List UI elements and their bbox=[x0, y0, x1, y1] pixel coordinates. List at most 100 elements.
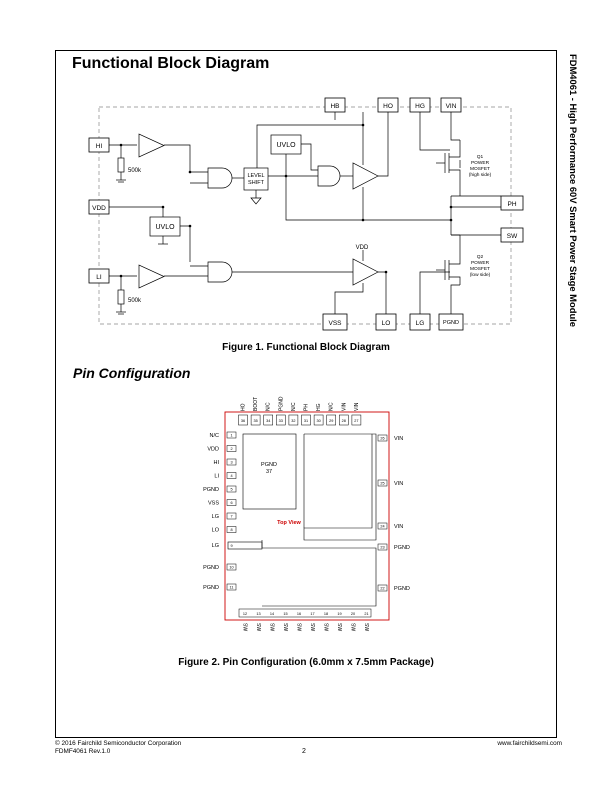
top-pin-pad bbox=[339, 414, 349, 426]
footer-rev: FDMF4061 Rev.1.0 bbox=[55, 748, 111, 755]
pgnd-pad bbox=[242, 433, 297, 510]
left-pin-label: LG bbox=[212, 514, 219, 520]
and-gate-3 bbox=[207, 261, 233, 283]
right-pin-pad bbox=[377, 584, 388, 592]
left-pgnd-label: PGND bbox=[203, 585, 219, 591]
left-pgnd-number: 11 bbox=[230, 586, 234, 590]
bottom-pin-label: SW bbox=[336, 623, 342, 631]
left-pin-number: 1 bbox=[230, 434, 232, 438]
q1-label-3: MOSFET bbox=[470, 166, 490, 172]
left-pin-number: 4 bbox=[230, 474, 232, 478]
q2-label-4: (low side) bbox=[470, 272, 491, 278]
level-shift-label-2: SHIFT bbox=[248, 180, 265, 186]
left-pin-label: N/C bbox=[210, 433, 220, 439]
pin-box-vin bbox=[440, 97, 462, 113]
pin-box-lo bbox=[375, 313, 397, 331]
left-pin-number-lg: 9 bbox=[230, 544, 232, 548]
top-pin-number: 36 bbox=[241, 419, 245, 423]
top-pin-label: PGND bbox=[278, 396, 284, 411]
pin-box-pgnd bbox=[438, 313, 464, 331]
pin-box-lg bbox=[409, 313, 431, 331]
left-pin-label-lg: LG bbox=[212, 543, 219, 549]
pin-vin-label: VIN bbox=[446, 103, 457, 110]
bottom-pin-number: 14 bbox=[270, 612, 274, 616]
bottom-pin-number: 16 bbox=[297, 612, 301, 616]
lo-driver bbox=[352, 258, 379, 286]
pin-pgnd-label: PGND bbox=[443, 320, 459, 326]
pin-lg-label: LG bbox=[416, 320, 425, 327]
q1-label-4: (high side) bbox=[469, 172, 492, 178]
footer-url: www.fairchildsemi.com bbox=[497, 740, 562, 747]
pin-vss-label: VSS bbox=[328, 320, 342, 327]
section-title-pin-config: Pin Configuration bbox=[73, 365, 191, 381]
top-pin-pad bbox=[263, 414, 273, 426]
q2-mosfet bbox=[436, 235, 461, 285]
left-pin-label: LO bbox=[212, 528, 220, 534]
footer-copyright: © 2016 Fairchild Semiconductor Corporati… bbox=[55, 740, 182, 747]
pin-vdd-label: VDD bbox=[92, 205, 106, 212]
left-pin-pad bbox=[226, 431, 237, 439]
pin-hi-label: HI bbox=[96, 143, 103, 150]
section-title-block-diagram: Functional Block Diagram bbox=[72, 55, 270, 72]
top-pins: 36HO35BOOT34N/C33PGND32N/C31PH30HG29N/C2… bbox=[238, 396, 362, 426]
bottom-pin-label: SW bbox=[350, 623, 356, 631]
q1-mosfet bbox=[436, 140, 461, 196]
left-pin-label: LI bbox=[214, 474, 219, 480]
left-pgnd-pad bbox=[226, 583, 237, 591]
pin-li-label: LI bbox=[96, 274, 102, 281]
figure1-caption: Figure 1. Functional Block Diagram bbox=[222, 342, 390, 353]
left-pgnd-pad bbox=[226, 563, 237, 571]
q1-label-2: POWER bbox=[471, 160, 490, 166]
top-pin-label: HG bbox=[316, 403, 322, 411]
and-gate-1 bbox=[207, 167, 233, 189]
right-pin-number: 25 bbox=[380, 482, 384, 486]
q2-label-1: Q2 bbox=[477, 254, 484, 260]
package-outline bbox=[224, 411, 390, 621]
left-pin-label: VDD bbox=[207, 447, 219, 453]
li-comparator bbox=[138, 264, 165, 289]
top-pin-number: 34 bbox=[266, 419, 270, 423]
right-pin-label: VIN bbox=[394, 481, 403, 487]
bottom-pin-label: SW bbox=[309, 623, 315, 631]
top-view-label: Top View bbox=[277, 520, 301, 526]
bottom-pin-label: SW bbox=[269, 623, 275, 631]
left-pin-number: 7 bbox=[230, 515, 232, 519]
right-pin-pad bbox=[377, 543, 388, 551]
right-pin-number: 23 bbox=[380, 546, 384, 550]
pin-lo-label: LO bbox=[382, 320, 391, 327]
bottom-pin-label: SW bbox=[242, 623, 248, 631]
q2-label-3: MOSFET bbox=[470, 266, 490, 272]
bottom-pin-label: SW bbox=[363, 623, 369, 631]
pgnd-pad-label: PGND bbox=[261, 462, 277, 468]
q1-label-1: Q1 bbox=[477, 154, 484, 160]
right-pin-pad bbox=[377, 479, 388, 487]
pin-box-hg bbox=[409, 97, 431, 113]
bottom-pin-label: SW bbox=[296, 623, 302, 631]
right-pin-number: 24 bbox=[380, 525, 384, 529]
pin-ph-label: PH bbox=[507, 201, 516, 208]
top-pin-pad bbox=[301, 414, 311, 426]
left-pgnd-number: 10 bbox=[229, 566, 233, 570]
uvlo-left-box bbox=[149, 216, 181, 237]
top-pin-number: 28 bbox=[342, 419, 346, 423]
pin-hb-label: HB bbox=[330, 103, 339, 110]
bottom-pin-number: 19 bbox=[337, 612, 341, 616]
right-pin-label: VIN bbox=[394, 524, 403, 530]
left-pin-pad bbox=[226, 526, 237, 533]
left-pin-number: 3 bbox=[230, 461, 232, 465]
pin-box-ph bbox=[500, 195, 524, 211]
left-pin-number: 2 bbox=[230, 447, 232, 451]
top-pin-label: VIN bbox=[354, 402, 360, 411]
top-pin-label: N/C bbox=[329, 402, 335, 411]
top-pin-label: VIN bbox=[341, 402, 347, 411]
top-pin-pad bbox=[313, 414, 324, 426]
uvlo-left-label: UVLO bbox=[155, 224, 175, 231]
left-pin-pad bbox=[226, 458, 237, 466]
pin-box-vss bbox=[322, 313, 348, 331]
top-pin-number: 27 bbox=[354, 419, 358, 423]
left-pin-pad bbox=[226, 512, 237, 520]
top-pin-number: 35 bbox=[253, 419, 257, 423]
